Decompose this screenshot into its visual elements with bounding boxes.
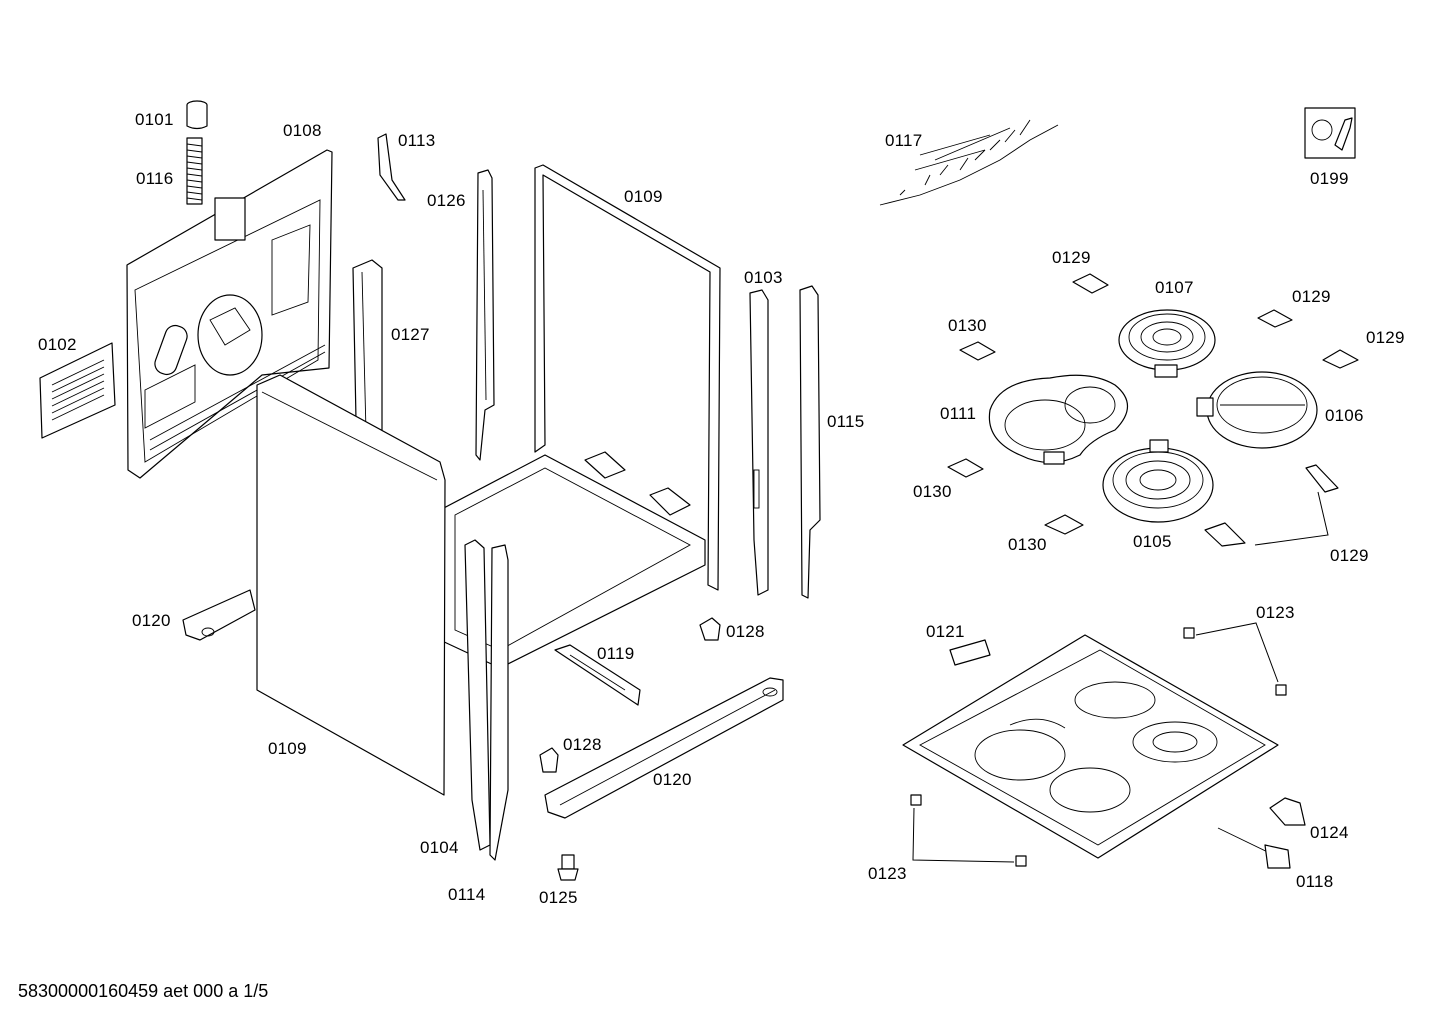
- part-0123-pad-a: [1183, 627, 1195, 639]
- label-0129-b: 0129: [1292, 287, 1331, 306]
- part-0129-clip-a: [1072, 273, 1109, 294]
- label-0102: 0102: [38, 335, 77, 354]
- part-0120-right-rail: [544, 677, 784, 819]
- label-0130-c: 0130: [1008, 535, 1047, 554]
- label-0120-right: 0120: [653, 770, 692, 789]
- label-0129-a: 0129: [1052, 248, 1091, 267]
- part-0123-pad-d: [1015, 855, 1027, 867]
- label-0125: 0125: [539, 888, 578, 907]
- part-0129-clip-e: [1305, 464, 1339, 493]
- label-0116: 0116: [136, 169, 174, 188]
- label-0126: 0126: [427, 191, 466, 210]
- part-0115-rail: [799, 285, 821, 599]
- label-0115: 0115: [827, 412, 865, 431]
- leader-0129: [1254, 491, 1329, 546]
- label-0111: 0111: [940, 404, 977, 423]
- leader-0123-top: [1195, 622, 1279, 683]
- document-footer-id: 58300000160459 aet 000 a 1/5: [18, 981, 269, 1001]
- label-0199: 0199: [1310, 169, 1349, 188]
- label-0120-left: 0120: [132, 611, 171, 630]
- part-0126-rail: [475, 169, 495, 461]
- part-0118-connector: [1217, 827, 1291, 869]
- part-0109-side-panel-rear: [534, 164, 721, 591]
- hob-glass-top: [902, 634, 1279, 859]
- part-0129-clip-b: [1257, 309, 1293, 328]
- part-0129-clip-c: [1322, 349, 1359, 369]
- part-0119-bar: [554, 644, 641, 706]
- part-0113-bracket: [377, 133, 406, 201]
- part-0121-strip: [949, 639, 991, 666]
- part-0123-pad-c: [910, 794, 922, 806]
- part-0124-bracket: [1269, 797, 1306, 826]
- part-0105-heating-element: [1102, 439, 1214, 523]
- part-0123-pad-b: [1275, 684, 1287, 696]
- part-0199-tool-icon: [1304, 107, 1356, 159]
- part-0103-rail: [749, 289, 769, 596]
- part-0108-back-panel: [126, 149, 333, 479]
- label-0128-a: 0128: [726, 622, 765, 641]
- label-0105: 0105: [1133, 532, 1172, 551]
- label-0104: 0104: [420, 838, 459, 857]
- label-0130-a: 0130: [948, 316, 987, 335]
- label-0109-front: 0109: [268, 739, 307, 758]
- part-0109-side-panel-front: [256, 374, 446, 796]
- part-0106-heating-element: [1196, 371, 1318, 449]
- part-0125-foot: [557, 854, 579, 881]
- part-0129-clip-d: [1204, 522, 1246, 547]
- part-0128-clip-b: [539, 747, 559, 773]
- label-0103: 0103: [744, 268, 783, 287]
- label-0114: 0114: [448, 885, 486, 904]
- part-0130-clip-a: [959, 341, 996, 361]
- part-0116-spring: [186, 137, 203, 205]
- leader-0123-bottom: [912, 807, 1015, 863]
- part-0130-clip-b: [947, 458, 984, 478]
- label-0119: 0119: [597, 644, 635, 663]
- label-0123-a: 0123: [1256, 603, 1295, 622]
- label-0129-c: 0129: [1366, 328, 1405, 347]
- part-0111-heating-element: [988, 374, 1129, 465]
- label-0117: 0117: [885, 131, 923, 150]
- label-0118: 0118: [1296, 872, 1334, 891]
- label-0106: 0106: [1325, 406, 1364, 425]
- part-0107-heating-element: [1118, 309, 1216, 378]
- part-0117-wiring-harness: [879, 119, 1059, 206]
- part-0120-left-rail: [182, 589, 256, 641]
- label-0107: 0107: [1155, 278, 1194, 297]
- label-0130-b: 0130: [913, 482, 952, 501]
- label-0129-d: 0129: [1330, 546, 1369, 565]
- label-0109-top: 0109: [624, 187, 663, 206]
- label-0121: 0121: [926, 622, 965, 641]
- label-0128-b: 0128: [563, 735, 602, 754]
- label-0108: 0108: [283, 121, 322, 140]
- part-0102-grille: [39, 342, 116, 439]
- label-0127: 0127: [391, 325, 430, 344]
- label-0123-b: 0123: [868, 864, 907, 883]
- label-0113: 0113: [398, 131, 436, 150]
- part-0128-clip-a: [699, 617, 721, 641]
- label-0124: 0124: [1310, 823, 1349, 842]
- part-0130-clip-c: [1044, 514, 1084, 535]
- label-0101: 0101: [135, 110, 174, 129]
- part-0101-cap: [186, 100, 208, 130]
- part-0114-rail: [489, 544, 509, 861]
